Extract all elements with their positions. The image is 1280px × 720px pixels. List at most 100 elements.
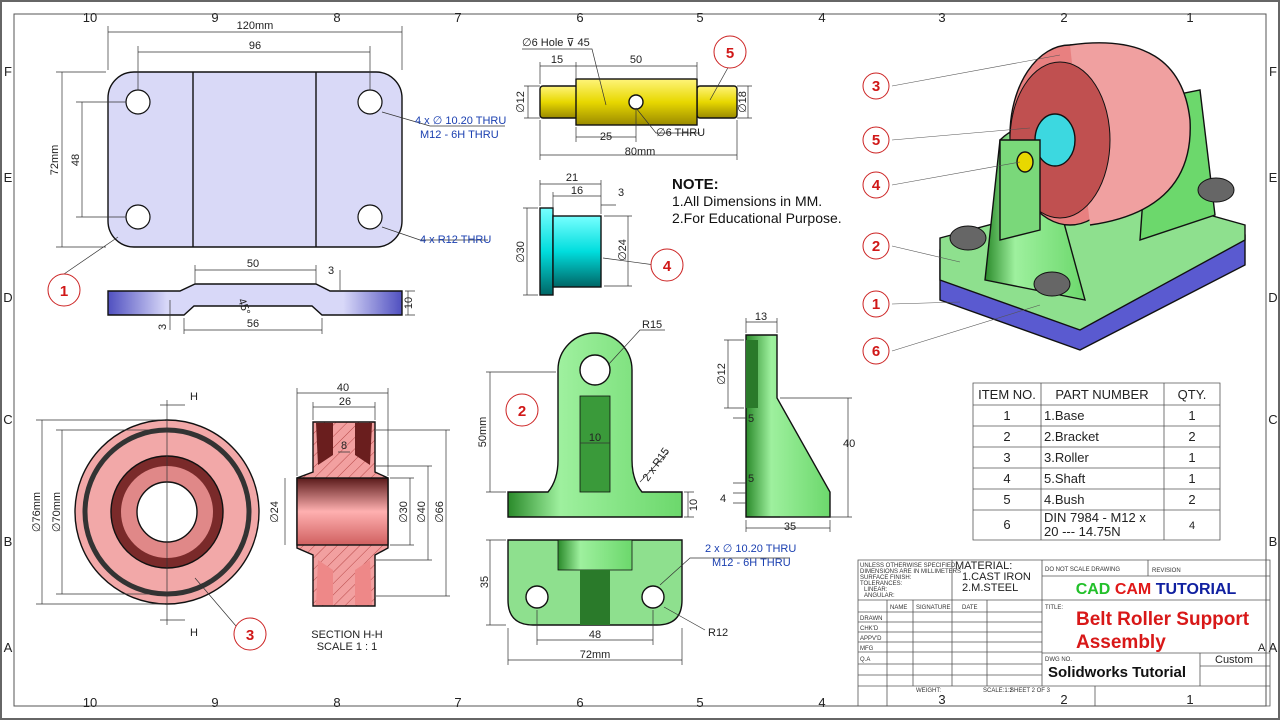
dim-top-width: 72mm [580,649,611,661]
zone-row: F [4,64,12,79]
zone-row: D [3,290,12,305]
zone-col: 3 [938,692,945,707]
label: 4.Bush [1044,492,1084,507]
label: 4 [872,177,881,194]
dim-roller-inner: ∅70mm [51,492,63,532]
balloon-3d-bolt: 6 [862,337,890,365]
zone-col: 6 [576,695,583,710]
cut-label-bottom: H [190,627,198,639]
label: ANGULAR: [864,593,895,599]
balloon-base: 1 [47,273,81,307]
label: LINEAR: [864,587,888,593]
dim-bush-body-dia: ∅24 [617,239,629,261]
zone-col: 7 [454,10,461,25]
label: WEIGHT: [916,688,941,694]
label: SURFACE FINISH: [860,575,912,581]
label: NAME [890,605,907,611]
label: SHEET 2 OF 3 [1010,688,1051,694]
dim-top-spacing: 48 [589,629,601,641]
balloon-3d-shaft: 5 [862,126,890,154]
label: 20 --- 14.75N [1044,524,1121,539]
balloon-3d-roller: 3 [862,72,890,100]
balloon-bush: 4 [650,248,684,282]
zone-row: E [1269,170,1278,185]
dim-base-hole-spacing: 96 [249,40,261,52]
label: 1 [872,296,880,313]
zone-col: 5 [696,695,703,710]
zone-col: 1 [1186,10,1193,25]
dim-base-step2: 3 [157,324,169,330]
label: REVISION [1152,568,1181,574]
drawing-number: Solidworks Tutorial [1048,664,1186,681]
balloon-3d-bracket: 2 [862,232,890,260]
dim-section-width: 40 [337,382,349,394]
zone-col: 4 [818,10,825,25]
bracket-top-view: 2 x ∅ 10.20 THRU M12 - 6H THRU 35 48 72m… [479,539,796,665]
zone-col: 2 [1060,692,1067,707]
zone-labels: 10 9 8 7 6 5 4 3 2 1 10 9 8 7 6 5 4 F E … [3,10,1277,710]
zone-row: A [4,640,13,655]
label: 5 [1003,492,1010,507]
label: CAD [1076,581,1111,598]
label: 1 [1188,471,1195,486]
label: UNLESS OTHERWISE SPECIFIED: [860,563,957,569]
dim-side-top: 13 [755,311,767,323]
dim-side-web: 5 [748,413,754,425]
label: DIMENSIONS ARE IN MILLIMETERS [860,569,961,575]
note-line: 1.All Dimensions in MM. [672,193,822,209]
label: 6 [872,343,880,360]
dim-shaft-mid: 50 [630,54,642,66]
dim-side-web2: 5 [748,473,754,485]
label: APPV'D [860,636,882,642]
zone-col: 6 [576,10,583,25]
bracket-hole-note: 2 x ∅ 10.20 THRU [705,543,796,555]
label: 4 [663,258,672,275]
label: DIN 7984 - M12 x [1044,510,1146,525]
dim-shaft-left: 15 [551,54,563,66]
drawing-title: Assembly [1076,632,1166,653]
label: Custom [1215,654,1253,666]
dim-side-hole: ∅12 [716,363,728,385]
drawing-title: Belt Roller Support [1076,609,1250,630]
dim-bracket-base-height: 10 [688,499,700,511]
base-thread-note: M12 - 6H THRU [420,129,499,141]
dim-base-front-top: 50 [247,258,259,270]
bom-header: PART NUMBER [1055,387,1148,402]
label: 1 [1003,408,1010,423]
dim-bush-flange: 3 [618,187,624,199]
zone-row: A [1269,640,1278,655]
label: 4 [1189,520,1195,532]
label: 3 [1003,450,1010,465]
dim-base-depth: 72mm [49,145,61,176]
sheet-size: A [1258,642,1266,654]
balloon-3d-base: 1 [862,290,890,318]
zone-col: 5 [696,10,703,25]
dim-shaft-small-dia: ∅12 [515,91,527,113]
base-top-view: 120mm 96 72mm 48 4 x ∅ 10.20 THRU M12 - … [49,20,506,275]
dim-section-d66: ∅66 [434,501,446,523]
label: 3 [872,78,880,95]
zone-col: 7 [454,695,461,710]
section-h-h: 40 26 8 ∅24 ∅30 ∅40 ∅66 SECTION H-H SCAL… [269,382,450,653]
label: DO NOT SCALE DRAWING [1045,567,1120,573]
roller-side-view: H H ∅76mm ∅70mm [31,391,260,639]
label: 3 [246,627,254,644]
dim-base-bottom: 56 [247,318,259,330]
dim-side-base: 4 [720,493,726,505]
section-scale: SCALE 1 : 1 [317,641,378,653]
dim-shaft-hole-pos: 25 [600,131,612,143]
dim-bracket-fillet: 2 x R15 [641,446,673,484]
label: 3.Roller [1044,450,1089,465]
material: 2.M.STEEL [962,582,1018,594]
bracket-thread-note: M12 - 6H THRU [712,557,791,569]
zone-col: 8 [333,695,340,710]
zone-row: B [4,534,13,549]
zone-row: F [1269,64,1277,79]
zone-col: 10 [83,10,97,25]
